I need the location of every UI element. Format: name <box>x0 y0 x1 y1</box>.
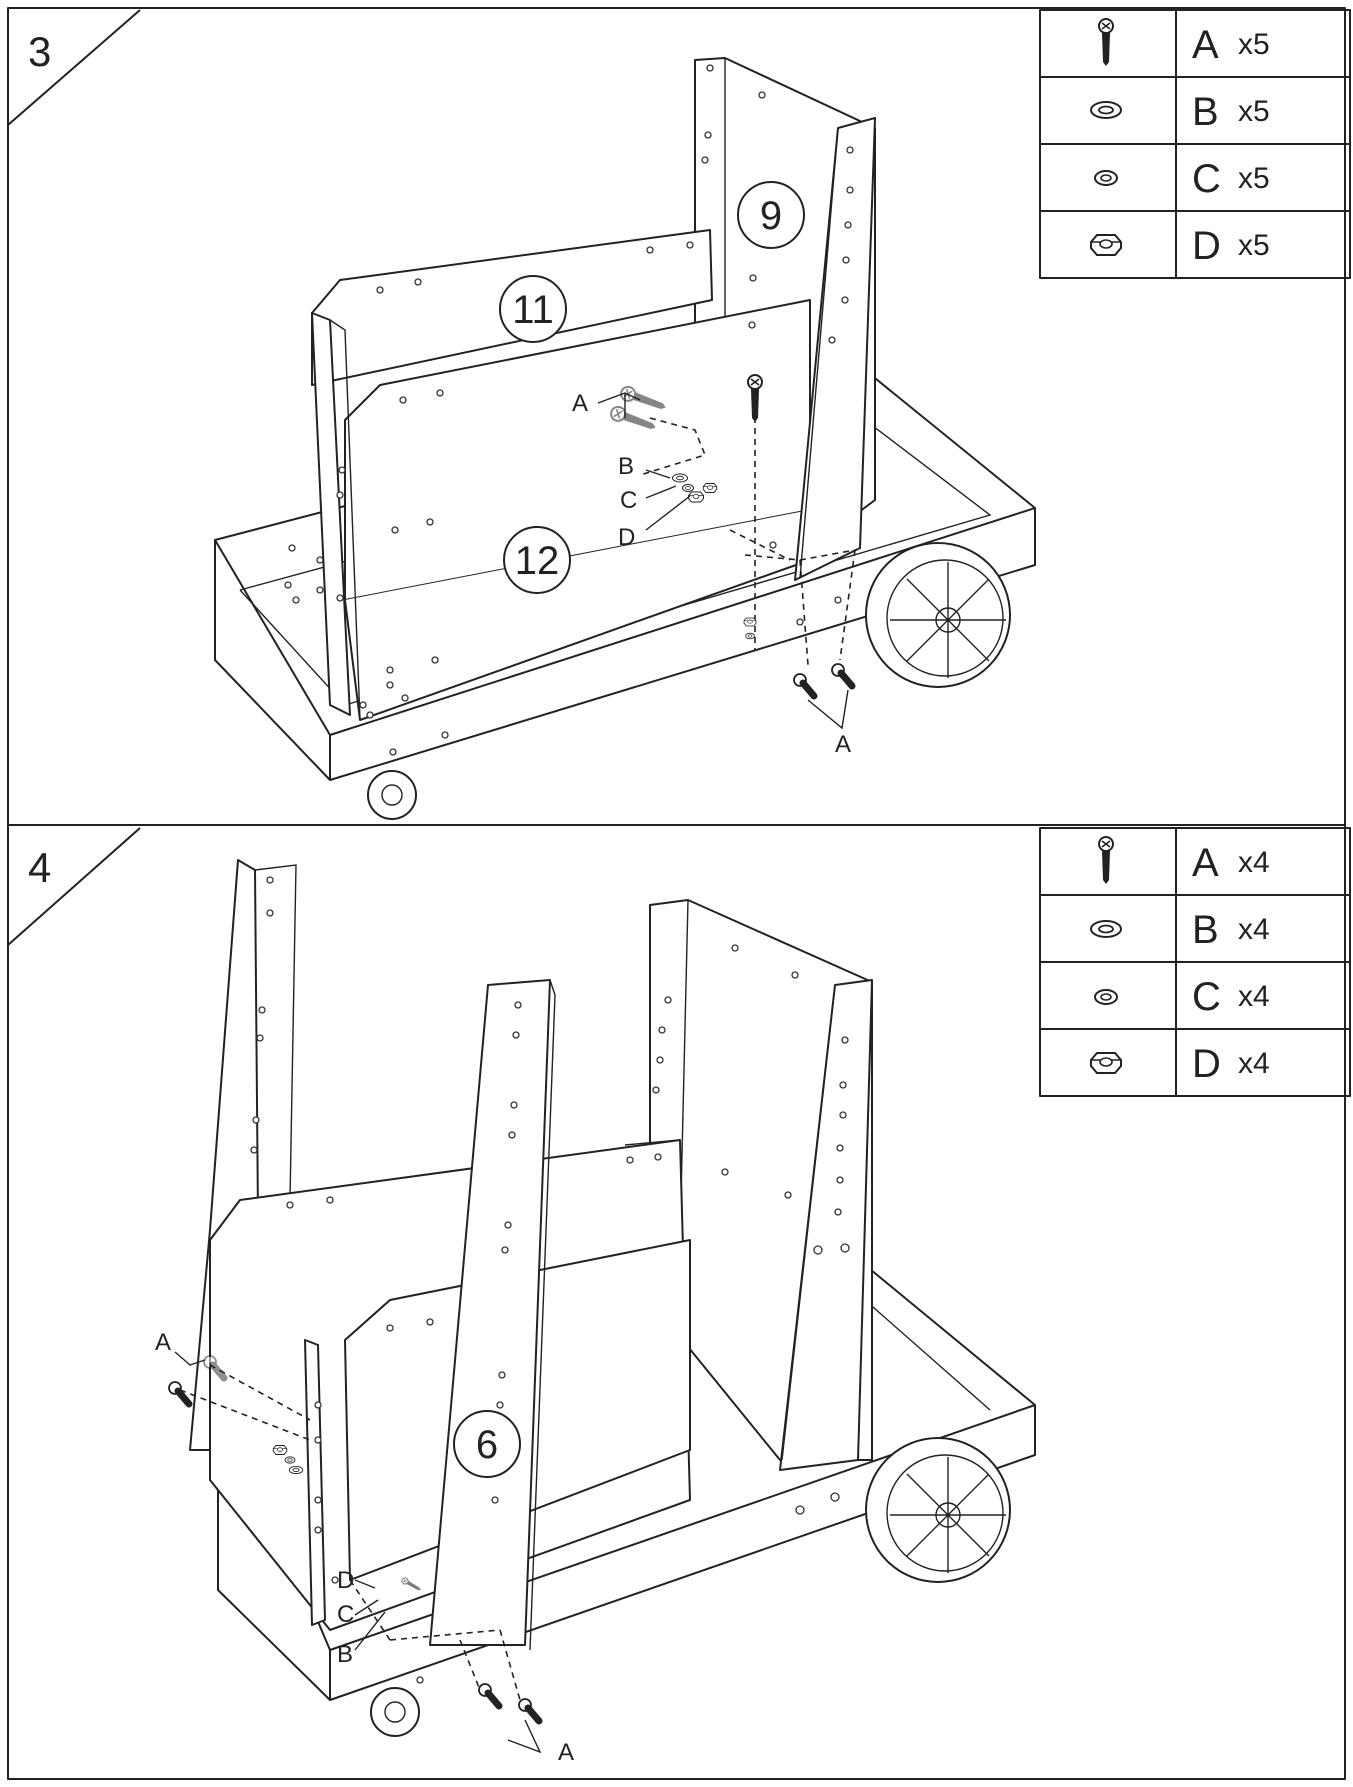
step-number: 3 <box>28 28 51 75</box>
callouts: A B C D A <box>572 390 851 758</box>
callout-letter: A <box>558 1739 574 1766</box>
parts-table: A x4 B x4 C x4 D x4 <box>1039 827 1351 1097</box>
part-label-9: 9 <box>737 181 805 249</box>
screw-icon <box>794 674 814 696</box>
part-letter: C <box>1192 975 1221 1019</box>
panel-12 <box>344 299 811 721</box>
upright-6 <box>429 979 556 1651</box>
flat-washer-icon <box>1090 920 1122 938</box>
step-3-panel: 3 A x5 B x5 C x5 D x5 <box>7 9 1351 820</box>
hex-nut-icon <box>1090 234 1122 256</box>
part-qty: x5 <box>1238 229 1270 262</box>
page-frame <box>7 7 1346 1780</box>
front-caster <box>367 770 417 820</box>
part-qty: x5 <box>1238 95 1270 128</box>
screw-icon <box>479 1684 499 1706</box>
part-label-11: 11 <box>499 275 567 343</box>
step-4-panel: 4 A x4 B x4 C x4 D x4 <box>7 827 1351 1766</box>
callout-letter: B <box>337 1641 353 1668</box>
rear-wheel <box>865 542 1011 688</box>
fastener-group <box>169 1356 539 1721</box>
part-qty: x4 <box>1238 846 1270 879</box>
svg-text:12: 12 <box>515 539 560 583</box>
callout-letter: A <box>155 1329 171 1356</box>
callout-letter: D <box>618 524 635 551</box>
part-letter: A <box>1192 841 1219 885</box>
left-upright <box>311 312 361 721</box>
callout-letter: D <box>337 1567 354 1594</box>
fastener-group <box>608 374 856 696</box>
part-qty: x4 <box>1238 913 1270 946</box>
flat-washer-icon <box>1090 101 1122 119</box>
part-letter: C <box>1192 157 1221 201</box>
part-letter: D <box>1192 1042 1221 1086</box>
right-upright <box>794 117 876 581</box>
screw-icon <box>1098 836 1114 885</box>
part-letter: B <box>1192 908 1219 952</box>
step-number: 4 <box>28 844 51 891</box>
step-corner-line <box>7 827 141 946</box>
callout-letter: C <box>337 1601 354 1628</box>
callout-letter: A <box>572 390 588 417</box>
part-label-12: 12 <box>503 526 571 594</box>
svg-text:11: 11 <box>512 288 554 332</box>
right-upright <box>779 979 873 1471</box>
callout-letter: A <box>835 731 851 758</box>
step-corner-line <box>7 9 141 126</box>
svg-text:6: 6 <box>476 1423 498 1467</box>
part-letter: D <box>1192 224 1221 268</box>
callouts: A D C B A <box>155 1329 574 1766</box>
mounting-holes <box>250 876 850 1684</box>
screw-icon <box>169 1382 189 1404</box>
part-qty: x5 <box>1238 28 1270 61</box>
mounting-holes <box>284 64 854 756</box>
side-bracket <box>304 1339 326 1626</box>
callout-letter: B <box>618 453 634 480</box>
part-letter: B <box>1192 90 1219 134</box>
part-qty: x5 <box>1238 162 1270 195</box>
parts-table: A x5 B x5 C x5 D x5 <box>1039 9 1351 279</box>
front-caster <box>370 1687 420 1737</box>
hex-nut-icon <box>1090 1052 1122 1074</box>
spring-washer-icon <box>1094 989 1118 1005</box>
part-qty: x4 <box>1238 980 1270 1013</box>
part-label-6: 6 <box>453 1410 521 1478</box>
svg-text:9: 9 <box>760 194 782 238</box>
screw-icon <box>832 664 852 686</box>
part-qty: x4 <box>1238 1047 1270 1080</box>
screw-icon <box>519 1699 539 1721</box>
spring-washer-icon <box>1094 170 1118 186</box>
callout-letter: C <box>620 487 637 514</box>
screw-icon <box>1098 18 1114 67</box>
part-letter: A <box>1192 23 1219 67</box>
rear-wheel <box>865 1437 1011 1583</box>
